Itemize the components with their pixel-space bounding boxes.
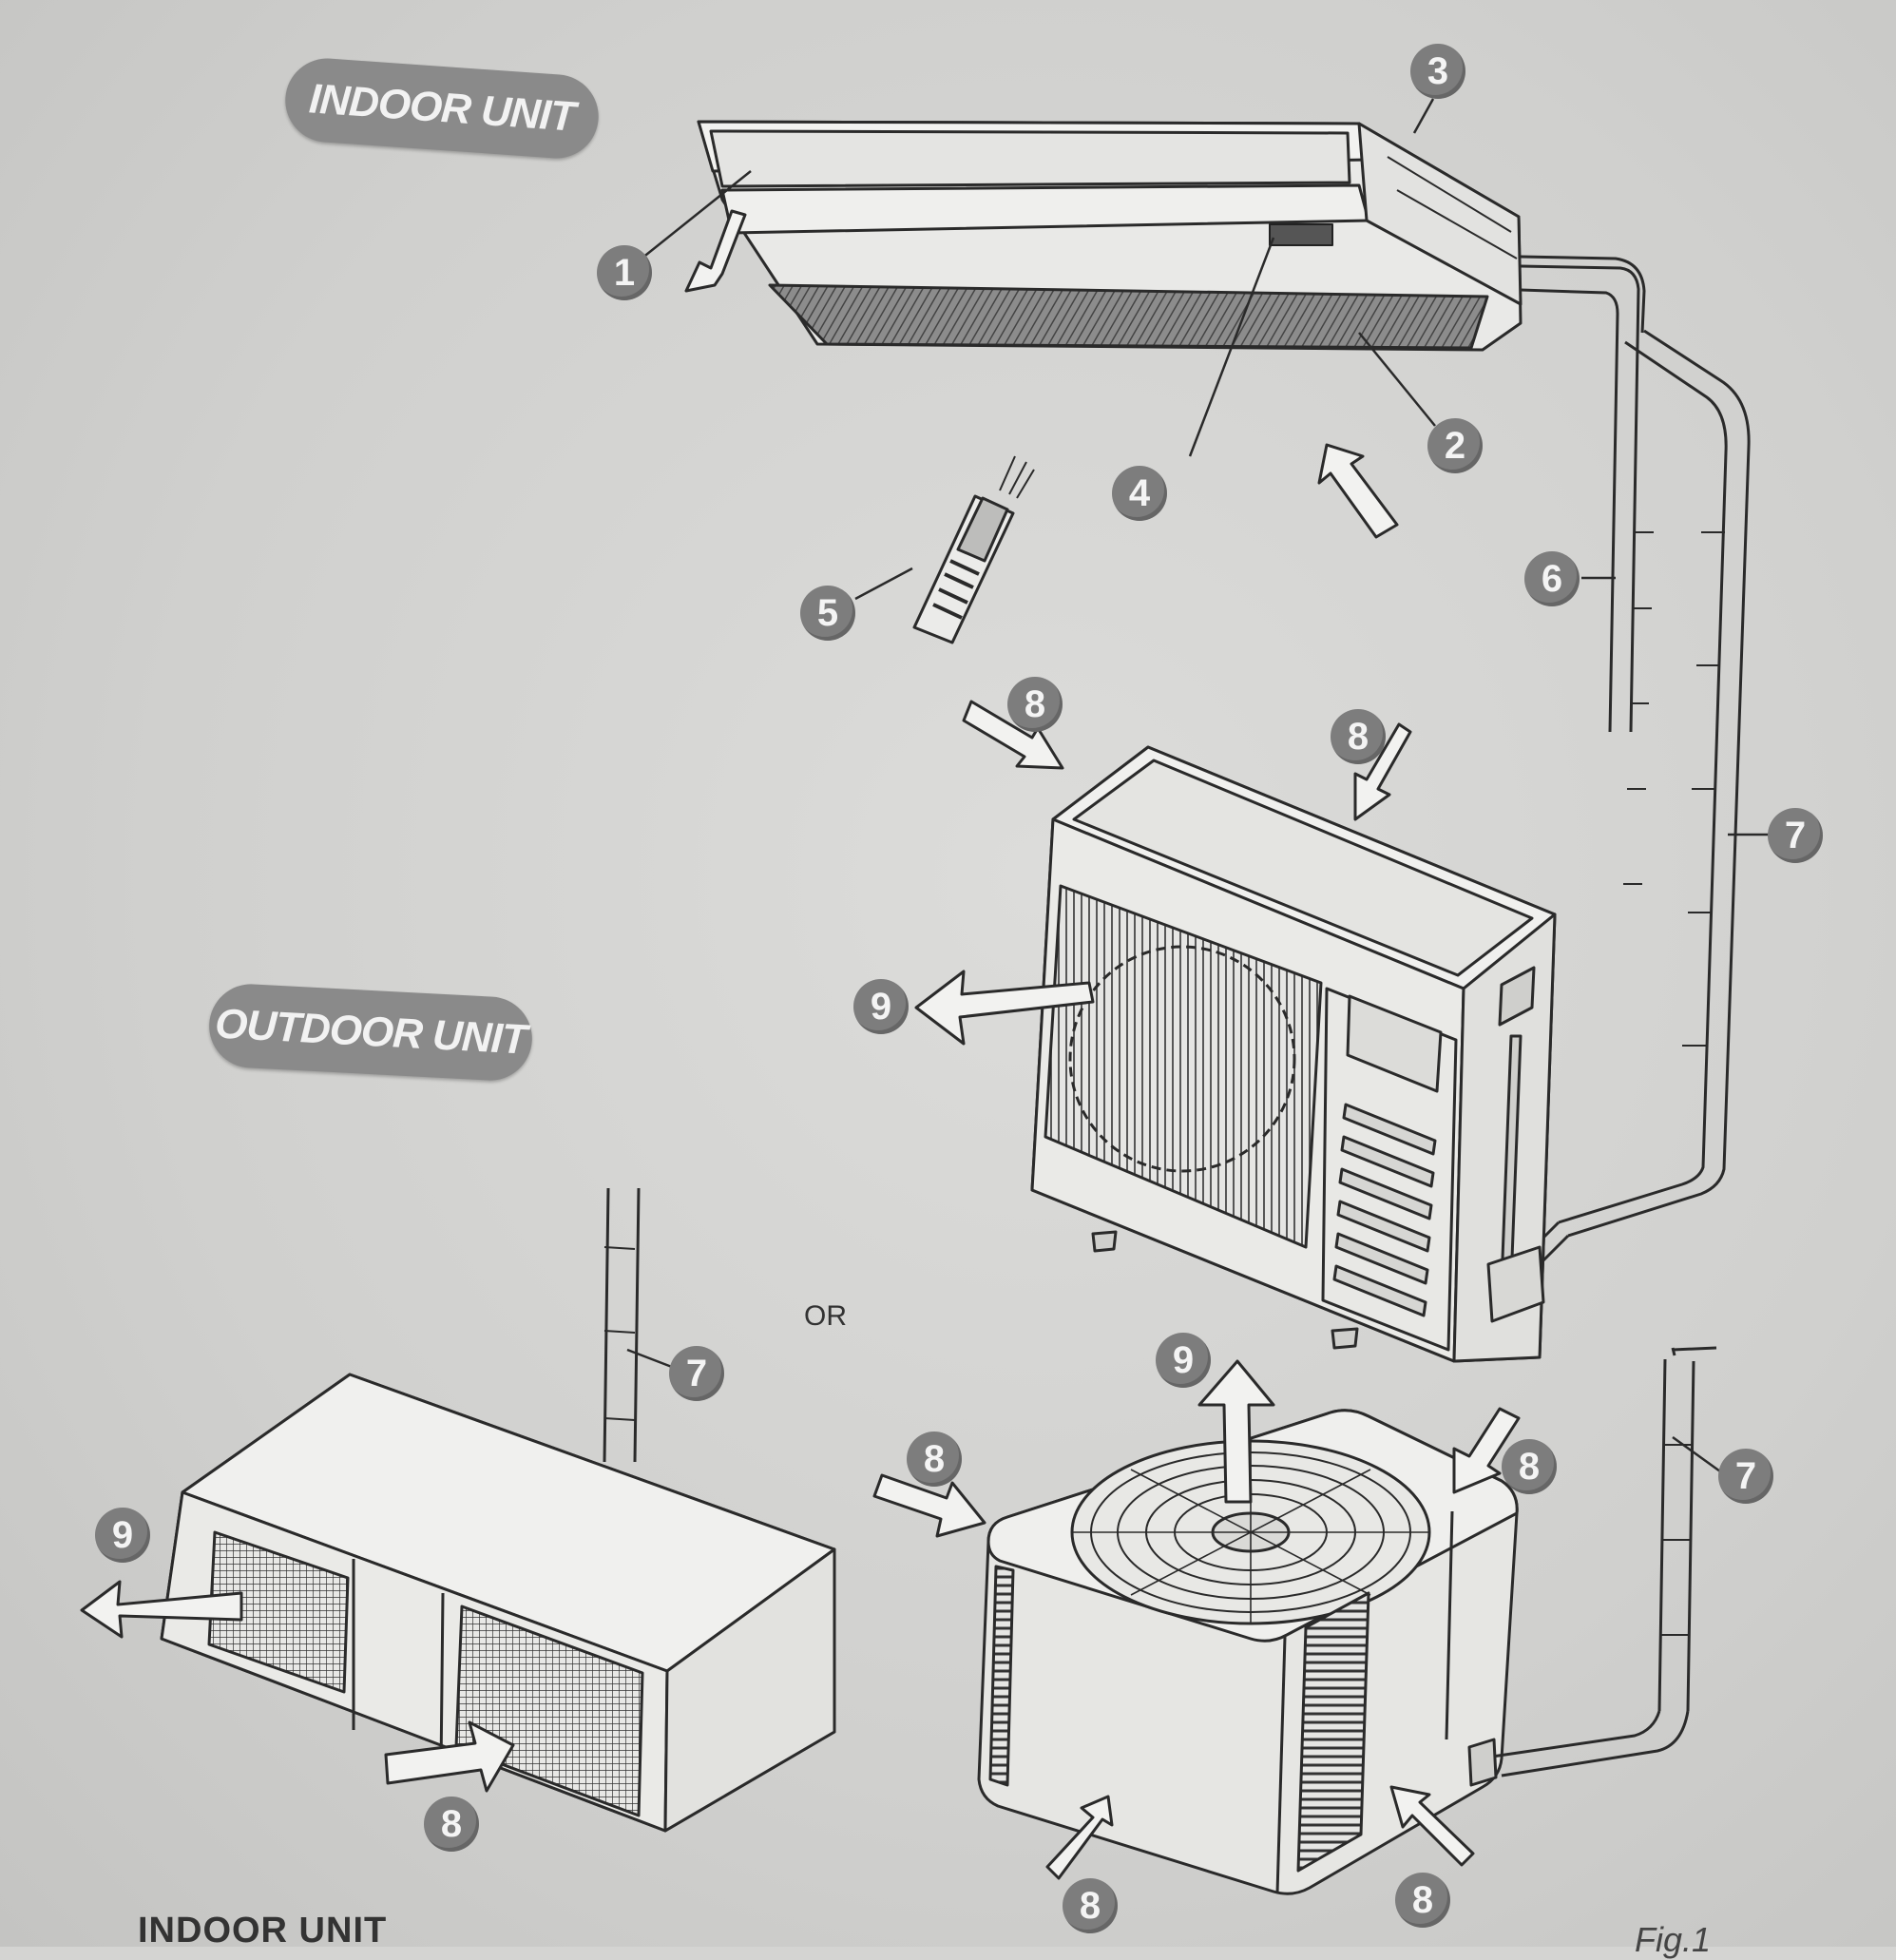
callout-8-b: 8 bbox=[1331, 709, 1386, 764]
outdoor-split-unit bbox=[1030, 745, 1557, 1363]
callout-8-d: 8 bbox=[1502, 1439, 1557, 1494]
callout-8-f: 8 bbox=[1063, 1878, 1118, 1933]
supply-air-arrow bbox=[684, 209, 747, 293]
callout-1: 1 bbox=[597, 245, 652, 300]
outdoor-condenser-unit bbox=[977, 1346, 1717, 1895]
callout-5: 5 bbox=[800, 586, 855, 641]
refrigerant-piping bbox=[1520, 264, 1751, 1266]
callout-9-c: 9 bbox=[1156, 1333, 1211, 1388]
callout-7-b: 7 bbox=[669, 1346, 724, 1401]
callout-8-c: 8 bbox=[907, 1432, 962, 1487]
leader-lines bbox=[626, 98, 1773, 1473]
callout-3: 3 bbox=[1410, 44, 1465, 99]
condenser-arrows bbox=[872, 1359, 1521, 1880]
callout-9-a: 9 bbox=[853, 979, 909, 1034]
callout-9-b: 9 bbox=[95, 1508, 150, 1563]
callout-6: 6 bbox=[1524, 551, 1580, 606]
callout-7-a: 7 bbox=[1768, 808, 1823, 863]
callout-8-e: 8 bbox=[424, 1797, 479, 1852]
outdoor-split-arrows bbox=[914, 700, 1412, 1046]
callout-4: 4 bbox=[1112, 466, 1167, 521]
ceiling-indoor-unit bbox=[697, 120, 1646, 352]
package-unit-arrows bbox=[80, 1580, 515, 1793]
callout-2: 2 bbox=[1427, 418, 1483, 473]
footer-indoor-unit-heading: INDOOR UNIT bbox=[138, 1911, 388, 1950]
callout-7-c: 7 bbox=[1718, 1449, 1773, 1504]
return-air-arrow bbox=[1317, 443, 1399, 539]
outdoor-package-unit bbox=[160, 1187, 836, 1833]
or-label: OR bbox=[804, 1300, 847, 1332]
remote-control bbox=[912, 455, 1035, 644]
outdoor-unit-heading: OUTDOOR UNIT bbox=[206, 982, 535, 1083]
callout-8-g: 8 bbox=[1395, 1873, 1450, 1928]
callout-8-a: 8 bbox=[1007, 677, 1063, 732]
figure-label: Fig.1 bbox=[1635, 1920, 1712, 1959]
